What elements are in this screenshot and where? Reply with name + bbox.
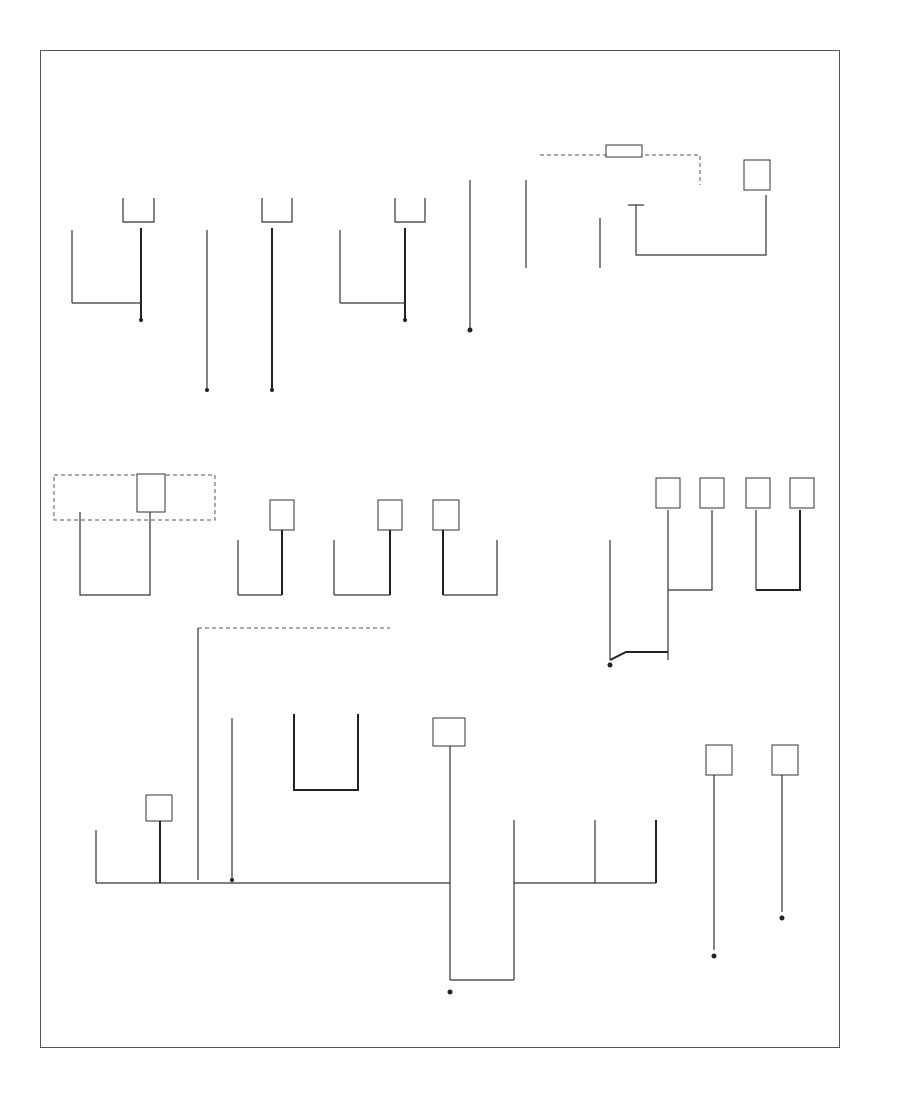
- connector-box: [745, 477, 771, 509]
- ground: [467, 327, 473, 333]
- module-box: [605, 144, 643, 158]
- top-right-connector-group: [467, 144, 771, 333]
- middle-connector-group: [53, 473, 815, 668]
- splice: [230, 878, 234, 882]
- wire: [293, 714, 359, 791]
- splice: [403, 318, 407, 322]
- connector-box: [655, 477, 681, 509]
- connector-box: [432, 499, 460, 531]
- splice: [139, 318, 143, 322]
- ground: [711, 953, 717, 959]
- connector-box: [145, 794, 173, 822]
- connector-box: [705, 744, 733, 776]
- connector-box: [269, 499, 295, 531]
- wire: [668, 510, 713, 591]
- module-box: [136, 473, 166, 513]
- wire: [756, 510, 801, 591]
- connector-box: [377, 499, 403, 531]
- module-box: [743, 159, 771, 191]
- wire: [443, 540, 498, 596]
- connector-box: [261, 198, 293, 223]
- bottom-connector-group: [95, 627, 799, 995]
- connector-box: [432, 717, 466, 747]
- diagram-frame: [40, 50, 840, 1048]
- ground: [607, 662, 613, 668]
- connector-box: [771, 744, 799, 776]
- connector-box: [789, 477, 815, 509]
- wire: [609, 651, 668, 661]
- top-left-connector-group: [71, 198, 426, 392]
- module-outline: [53, 474, 216, 521]
- ground: [270, 388, 274, 392]
- connector-box: [122, 198, 155, 223]
- ground: [205, 388, 209, 392]
- ground: [447, 989, 453, 995]
- connector-box: [699, 477, 725, 509]
- shielded-harness: [540, 154, 701, 185]
- wire: [635, 195, 767, 256]
- ground: [779, 915, 785, 921]
- connector-box: [394, 198, 426, 223]
- wire: [79, 512, 151, 596]
